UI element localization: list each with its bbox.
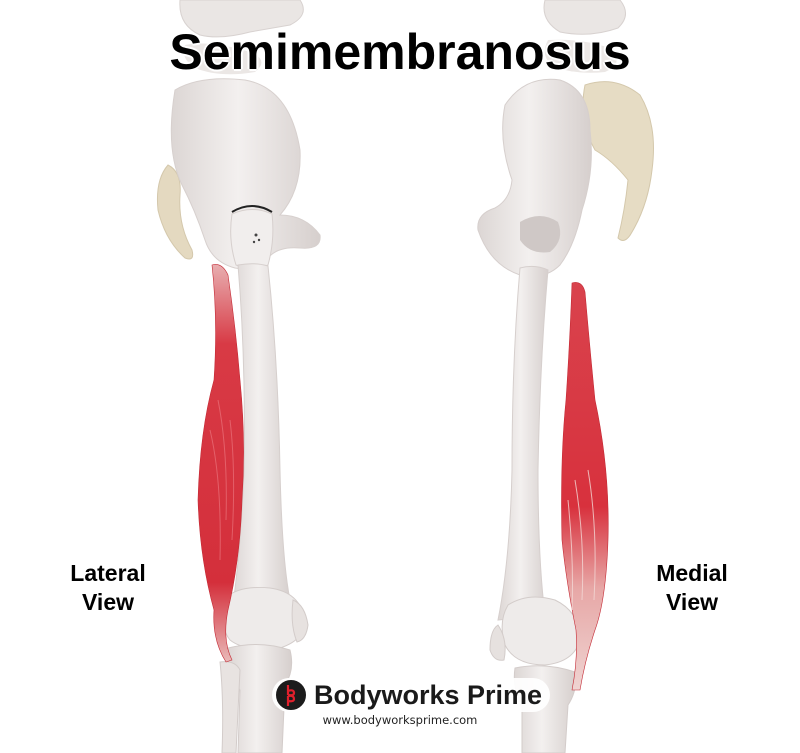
semimembranosus-muscle-lateral [197,264,244,663]
lateral-view-label-line2: View [82,589,134,615]
left-skeleton-lateral [157,0,321,753]
page-title: Semimembranosus [169,24,631,80]
medial-view-label-line1: Medial [656,560,728,586]
brand-name: Bodyworks Prime [314,679,543,710]
lateral-view-label: Lateral View [48,559,168,617]
semimembranosus-muscle-medial [561,282,609,691]
medial-view-label-line2: View [666,589,718,615]
bp-logo-icon [274,678,308,712]
medial-view-label: Medial View [632,559,752,617]
lateral-view-label-line1: Lateral [70,560,146,586]
right-skeleton-medial [477,0,654,753]
brand-watermark: Bodyworks Prime [272,678,551,712]
brand-url: www.bodyworksprime.com [322,713,478,727]
